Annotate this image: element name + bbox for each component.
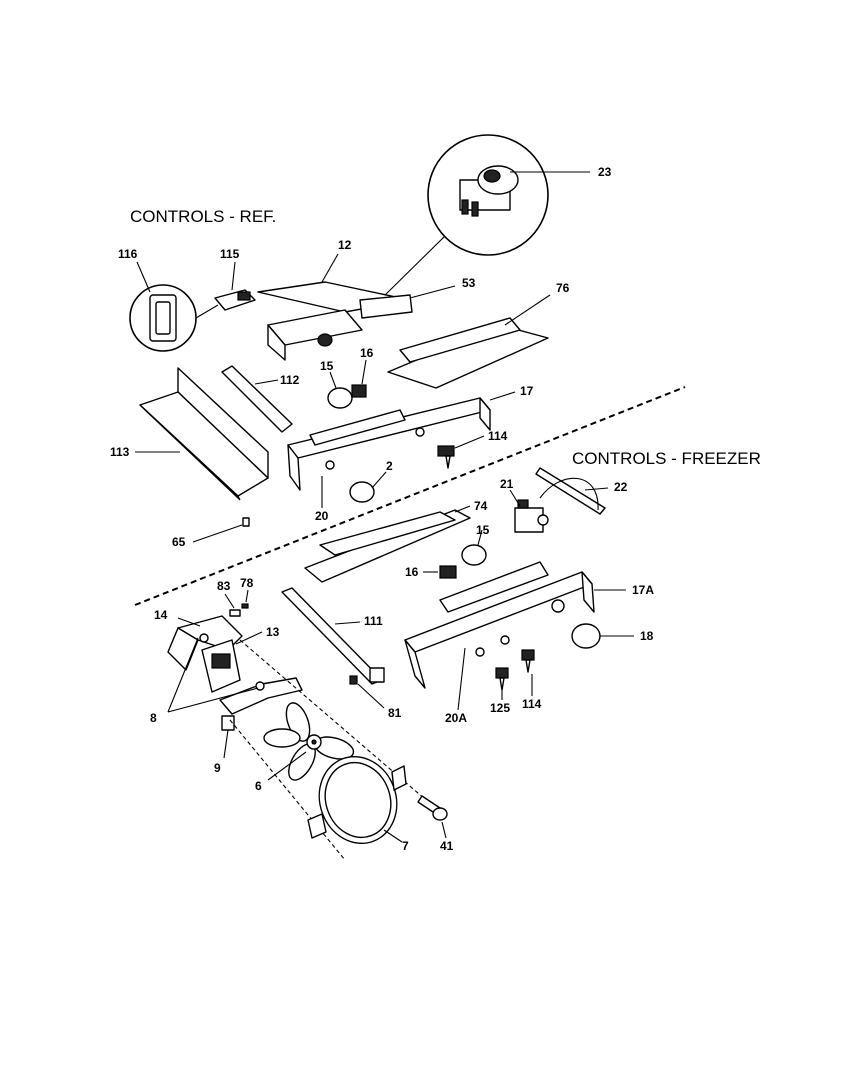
part-81-screw: [349, 675, 385, 709]
callout-125: 125: [490, 701, 510, 715]
part-65-screw: [192, 517, 250, 543]
callout-23: 23: [598, 165, 612, 179]
callout-7: 7: [402, 839, 409, 853]
callout-6: 6: [255, 779, 262, 793]
callout-114-ref: 114: [488, 429, 508, 443]
callout-113: 113: [110, 445, 130, 459]
defrost-timer-detail: [379, 134, 590, 301]
callout-114-freezer: 114: [522, 697, 542, 711]
callout-81: 81: [388, 706, 402, 720]
callout-78: 78: [240, 576, 254, 590]
part-76-panel: [387, 294, 551, 389]
callout-65: 65: [172, 535, 186, 549]
assembly-axis-line: [229, 719, 346, 861]
callout-76: 76: [556, 281, 570, 295]
callout-15-freezer: 15: [476, 523, 490, 537]
callout-16-freezer: 16: [405, 565, 419, 579]
callout-112: 112: [280, 373, 300, 387]
part-7-fan-shroud: [307, 755, 407, 845]
part-113-shelf: [135, 367, 269, 501]
part-9-spacer: [221, 715, 235, 759]
part-114-screw-ref: [437, 435, 485, 469]
callout-83: 83: [217, 579, 231, 593]
callout-21: 21: [500, 477, 514, 491]
callout-115: 115: [220, 247, 240, 261]
part-16-socket-freezer: [423, 565, 457, 579]
callout-17a: 17A: [632, 583, 654, 597]
part-41-screw: [417, 795, 448, 839]
callout-116: 116: [118, 247, 138, 261]
callout-14: 14: [154, 608, 168, 622]
callout-8: 8: [150, 711, 157, 725]
callout-111: 111: [364, 614, 383, 628]
callout-20a: 20A: [445, 711, 467, 725]
part-115-switch: [214, 261, 256, 311]
callout-12: 12: [338, 238, 352, 252]
ref-controls-title: CONTROLS - REF.: [130, 207, 276, 226]
callout-74: 74: [474, 499, 488, 513]
callout-53: 53: [462, 276, 476, 290]
part-12-control-housing: [257, 253, 456, 361]
callout-15-ref: 15: [320, 359, 334, 373]
part-112-rod: [221, 365, 293, 433]
callout-13: 13: [266, 625, 280, 639]
callout-18: 18: [640, 629, 654, 643]
callout-16-ref: 16: [360, 346, 374, 360]
part-6-fan-blade: [263, 702, 355, 781]
part-2-knob: [349, 471, 387, 503]
part-83-78-clips: [224, 589, 249, 617]
callout-41: 41: [440, 839, 454, 853]
callout-2: 2: [386, 459, 393, 473]
callout-9: 9: [214, 761, 221, 775]
leader-8: [167, 637, 259, 713]
assembly-axis-line-2: [239, 639, 441, 813]
part-13-fan-motor: [201, 631, 263, 693]
callout-17: 17: [520, 384, 534, 398]
part-114-screw-freezer: [521, 649, 535, 696]
callout-20: 20: [315, 509, 329, 523]
light-switch-detail: [129, 261, 219, 352]
leader-20a: [457, 647, 466, 711]
part-18-knob: [571, 623, 634, 649]
part-21-thermostat: [509, 489, 549, 533]
part-15-bulb-freezer: [461, 529, 487, 566]
part-74-panel: [304, 505, 471, 583]
section-divider-line: [134, 386, 686, 606]
freezer-controls-title: CONTROLS - FREEZER: [572, 449, 761, 468]
part-125-screw: [495, 667, 509, 700]
part-17a-control-bracket: [404, 561, 626, 689]
part-15-16-bulb-socket: [327, 359, 367, 409]
part-22-sensor-tube: [535, 467, 609, 515]
part-111-bracket: [281, 587, 385, 685]
part-17-control-bracket: [287, 391, 516, 491]
callout-22: 22: [614, 480, 628, 494]
